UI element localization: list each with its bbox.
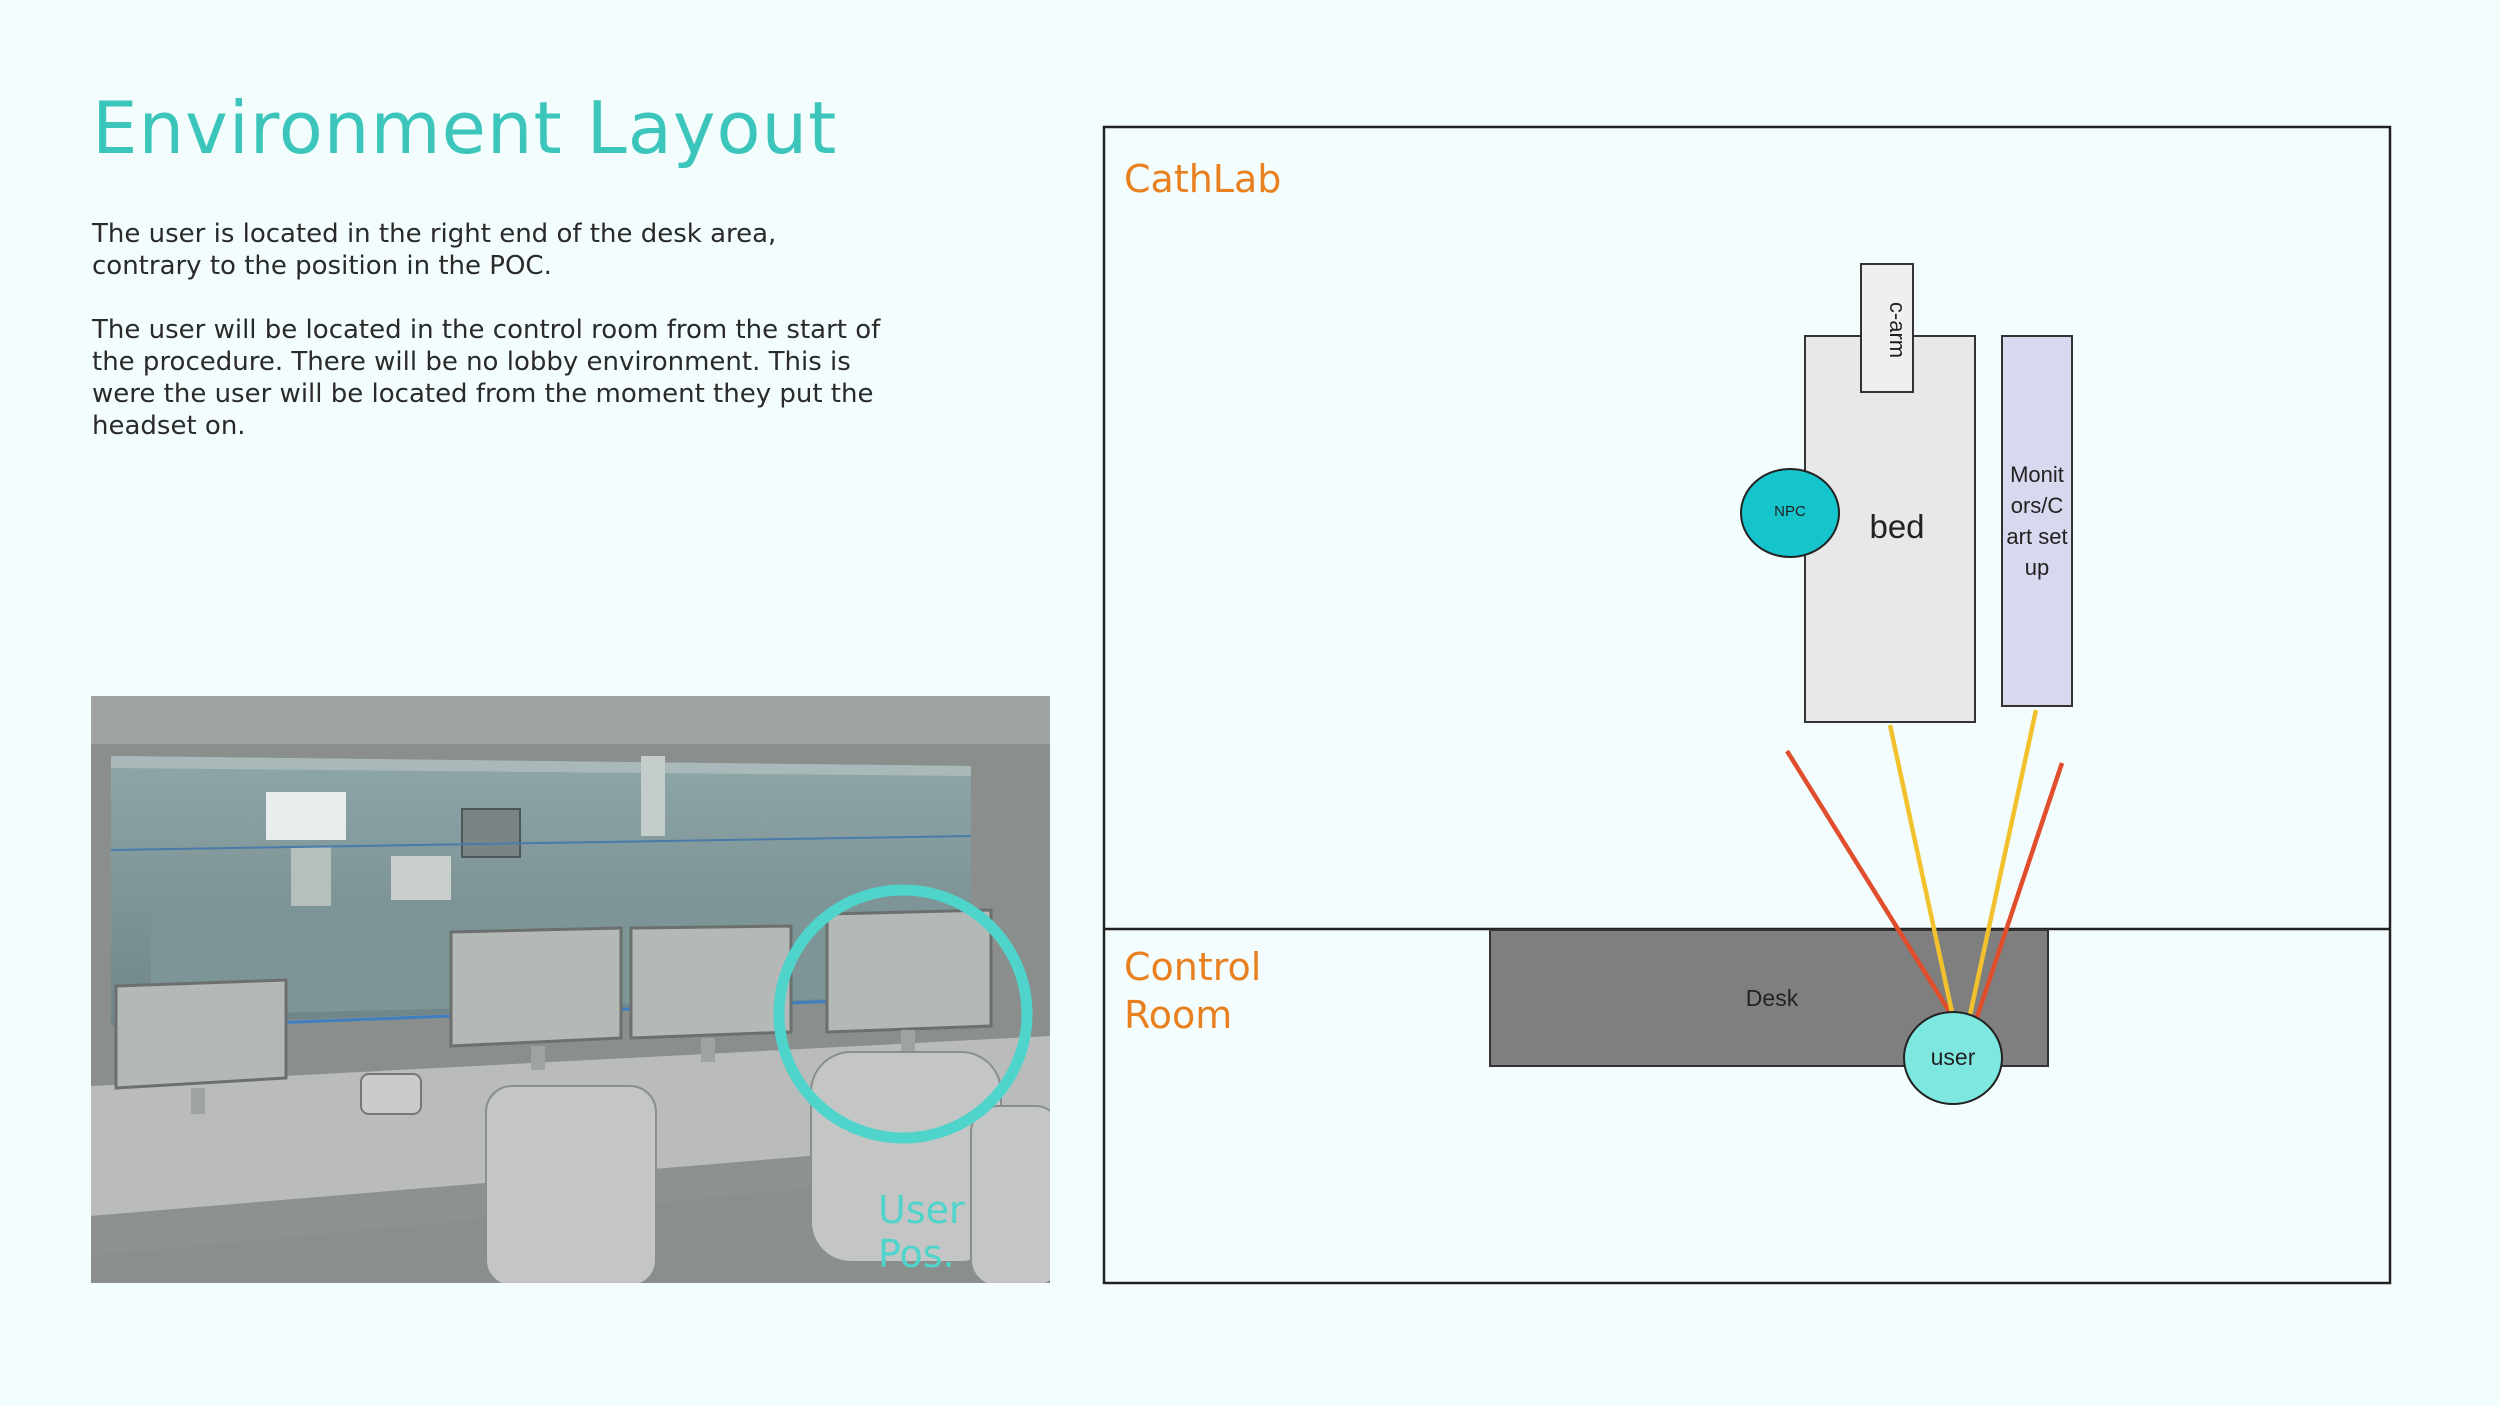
c-arm-label: c-arm bbox=[1885, 301, 1910, 359]
user-label: user bbox=[1930, 1044, 1976, 1070]
description: The user is located in the right end of … bbox=[92, 218, 892, 474]
floor-plan-diagram: CathLab Control Room c-arm bed Monitors/… bbox=[1102, 125, 2392, 1285]
description-paragraph-2: The user will be located in the control … bbox=[92, 315, 881, 441]
npc-label: NPC bbox=[1774, 503, 1806, 520]
bed-label: bed bbox=[1869, 508, 1925, 545]
user-marker bbox=[1903, 1011, 2003, 1105]
floor-plan-frame bbox=[1102, 125, 2392, 1285]
slide-title: Environment Layout bbox=[92, 86, 838, 170]
desk-label: Desk bbox=[1745, 985, 1799, 1011]
sight-line-right-red bbox=[1974, 762, 2065, 1018]
monitors-label: Monitors/C art setup bbox=[2006, 462, 2068, 580]
area-label-cathlab: CathLab bbox=[1124, 157, 1282, 201]
user-position-ring bbox=[773, 884, 1033, 1144]
sight-line-left-yellow bbox=[1887, 724, 1956, 1018]
sight-line-left-red bbox=[1785, 749, 1951, 1013]
sight-line-right-yellow bbox=[1967, 709, 2039, 1016]
control-room-render: User Pos. bbox=[91, 696, 1050, 1283]
npc-marker bbox=[1740, 468, 1840, 558]
c-arm bbox=[1860, 263, 1914, 393]
description-paragraph-1: The user is located in the right end of … bbox=[92, 219, 777, 281]
control-room-illustration bbox=[91, 696, 1050, 1283]
user-pos-caption: User Pos. bbox=[878, 1188, 965, 1276]
area-label-control-room: Control Room bbox=[1124, 945, 1262, 1037]
monitors-setup bbox=[2001, 335, 2073, 707]
